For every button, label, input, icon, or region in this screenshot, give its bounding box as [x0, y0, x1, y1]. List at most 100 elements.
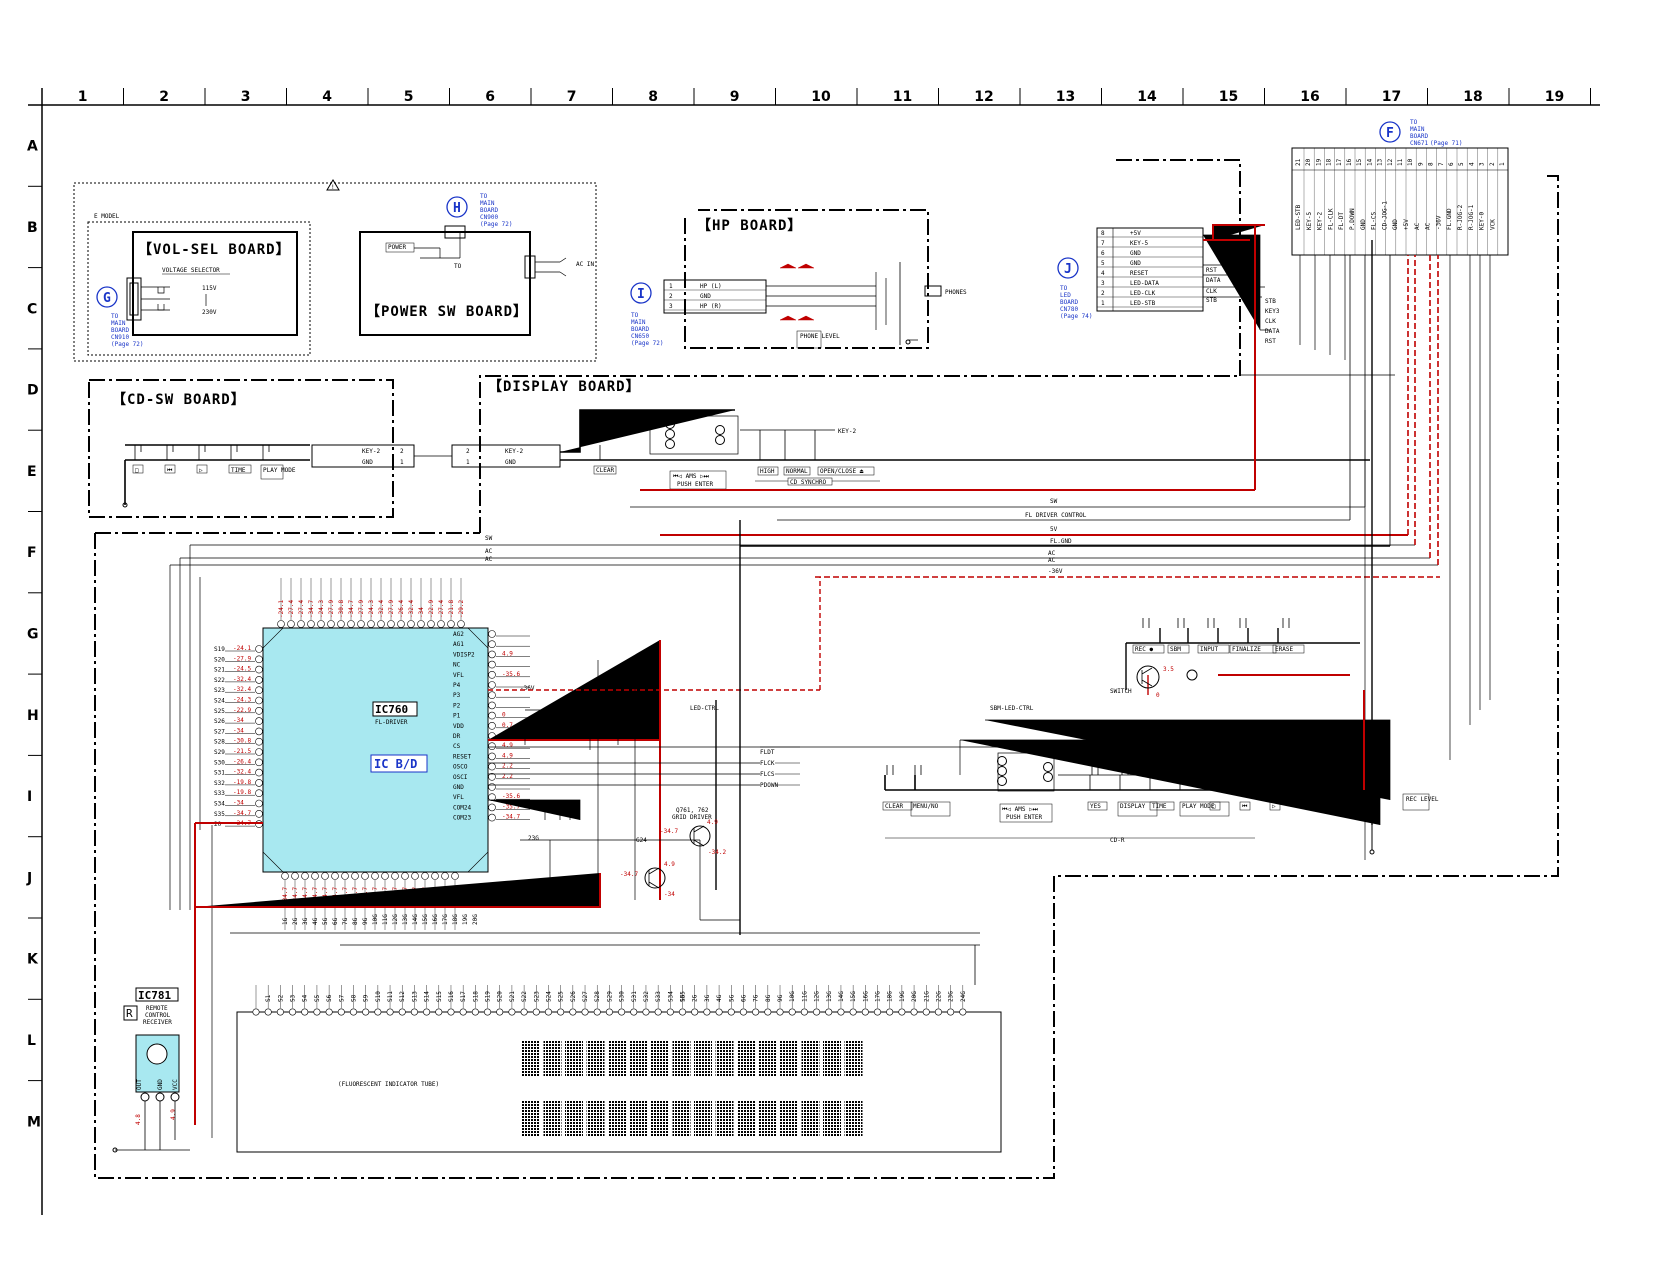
ic760-bottom-grid-label: 8G: [352, 917, 359, 925]
fl-tube-pin: [569, 1008, 577, 1016]
led-pin-num: 7: [1101, 240, 1105, 247]
ic760-right-extra: 23G: [528, 835, 539, 842]
fl-tube-pin: [410, 1008, 418, 1016]
q761-name: Q761, 762: [676, 807, 709, 814]
led-pin-name: RESET: [1130, 270, 1148, 277]
ic760-right-pin-name: NC: [453, 662, 461, 669]
ic760-right-pin-name: VDISP2: [453, 651, 475, 658]
ic760-left-pin: [255, 686, 263, 695]
led-pin-name: LED-CLK: [1130, 290, 1156, 297]
hp-pin-num: 2: [669, 293, 673, 300]
switch-top-button-box: [1272, 644, 1305, 654]
ic760-top-voltage: -30.8: [338, 600, 345, 618]
ic760-bottom-pin: [371, 872, 379, 880]
fl-tube-segment-label: S9: [363, 994, 370, 1002]
fl-tube-pin: [703, 1008, 711, 1016]
ic760-right-pin: [488, 762, 496, 771]
ic760-bottom-voltage: -34.7: [282, 887, 289, 905]
fl-tube-segment-label: S15: [436, 991, 443, 1002]
connector-g-line: MAIN: [111, 320, 126, 327]
ic781: IC781 R REMOTE CONTROL RECEIVER OUT GND …: [112, 987, 190, 1153]
open-close-label: OPEN/CLOSE ⏏: [820, 468, 864, 475]
fl-tube-segment-label: S34: [667, 991, 674, 1002]
row-label: J: [26, 870, 32, 886]
fl-dot-block: [844, 1100, 863, 1136]
fl-dot-block: [758, 1100, 777, 1136]
bus-label: SW: [485, 535, 493, 542]
ic760-top-voltage: -27.4: [438, 600, 445, 618]
ic760-bottom-grid-label: 11G: [382, 914, 389, 925]
cn671-bus-label: RST: [1265, 338, 1276, 345]
switch-bottom-button-label: PLAY MODE: [1182, 803, 1215, 810]
column-label: 12: [974, 89, 993, 105]
row-label: G: [27, 626, 39, 642]
ic760-left-voltage: -32.4: [233, 769, 251, 776]
ic760-left-voltage: -30.8: [233, 738, 251, 745]
bus-label: AC: [1048, 557, 1056, 564]
ic760-name: IC760: [375, 703, 408, 716]
ic760-right-pin-name: OSCO: [453, 764, 468, 771]
ic760-bottom-pin: [441, 872, 449, 880]
ic760-bottom-pin: [431, 872, 439, 880]
fl-tube-segment-label: S10: [375, 991, 382, 1002]
ic760-bottom-pin: [341, 872, 349, 880]
connector-f-line: (Page 71): [1430, 140, 1463, 147]
cd-sw-button-box: [132, 464, 144, 474]
fl-tube-pin: [276, 1008, 284, 1016]
row-label: E: [27, 464, 37, 480]
cn671-pin-num: 16: [1346, 158, 1353, 166]
led-pin-name: +5V: [1130, 230, 1141, 237]
svg-text:!: !: [331, 184, 335, 191]
led-pin-num: 8: [1101, 230, 1105, 237]
ic760-bottom-grid-label: 19G: [462, 914, 469, 925]
connector-g-line: (Page 72): [111, 341, 144, 348]
ic760-bottom-grid-label: 20G: [472, 914, 479, 925]
cd-sw-switch: [166, 445, 174, 452]
fl-tube-segment-label: S35: [680, 991, 687, 1002]
fl-tube-pin: [849, 1008, 857, 1016]
fl-tube-segment-label: S7: [338, 994, 345, 1002]
fl-tube-pin: [325, 1008, 333, 1016]
fl-tube-segment-label: S5: [314, 994, 321, 1002]
fl-dot-block: [715, 1100, 734, 1136]
column-label: 13: [1056, 89, 1075, 105]
cdsw-pin1-num: 1: [400, 459, 404, 466]
ic760: IC760 FL-DRIVER IC B/D S19-24.1S20-27.9S…: [214, 578, 539, 930]
ic760-top-voltage: -34: [418, 607, 425, 618]
ic760-left-pin-name: 20: [214, 821, 222, 828]
hp-pin-name: GND: [700, 293, 711, 300]
ic760-right-pin-name: P4: [453, 682, 461, 689]
ic781-v-out: 4.8: [135, 1114, 142, 1125]
connector-i-line: TO: [631, 312, 639, 319]
fl-tube-grid-label: 11G: [801, 991, 808, 1002]
column-label: 18: [1463, 89, 1482, 105]
q-v2: 4.9: [707, 819, 718, 826]
row-label: A: [27, 139, 38, 155]
fl-tube-dot-matrix: [522, 1040, 863, 1136]
ic760-right-pin: [488, 721, 496, 730]
switch-bottom-button-label: ⏮: [1242, 803, 1248, 810]
ic760-right-pin-name: AG2: [453, 631, 464, 638]
fl-signal-fldt: FLDT: [760, 749, 775, 756]
ic760-top-pin: [377, 620, 385, 628]
ic760-right-pin: [488, 681, 496, 689]
ic760-left-pin: [255, 820, 263, 828]
ams2-label: ⏮◁ AMS ▷⏭: [1002, 806, 1039, 813]
column-label: 9: [730, 89, 740, 105]
led-pin-num: 5: [1101, 260, 1105, 267]
fl-dot-block: [543, 1100, 562, 1136]
ic760-top-pin: [387, 620, 395, 628]
ic760-right-pin-name: CS: [453, 743, 461, 750]
ic760-right-voltage: 0.7: [502, 722, 513, 729]
fl-tube-pin: [752, 1008, 760, 1016]
ic760-left-pin: [255, 809, 263, 818]
fl-tube-pin: [800, 1008, 808, 1016]
cn671-pin-name: FL-DT: [1338, 212, 1345, 230]
power-label: POWER: [388, 244, 406, 251]
ic760-left-voltage: -34.7: [233, 810, 251, 817]
ic760-right-pin: [488, 670, 496, 679]
ic760-top-pin: [357, 620, 365, 628]
ic760-left-pin: [255, 696, 263, 705]
connector-g-letter: G: [103, 291, 111, 306]
